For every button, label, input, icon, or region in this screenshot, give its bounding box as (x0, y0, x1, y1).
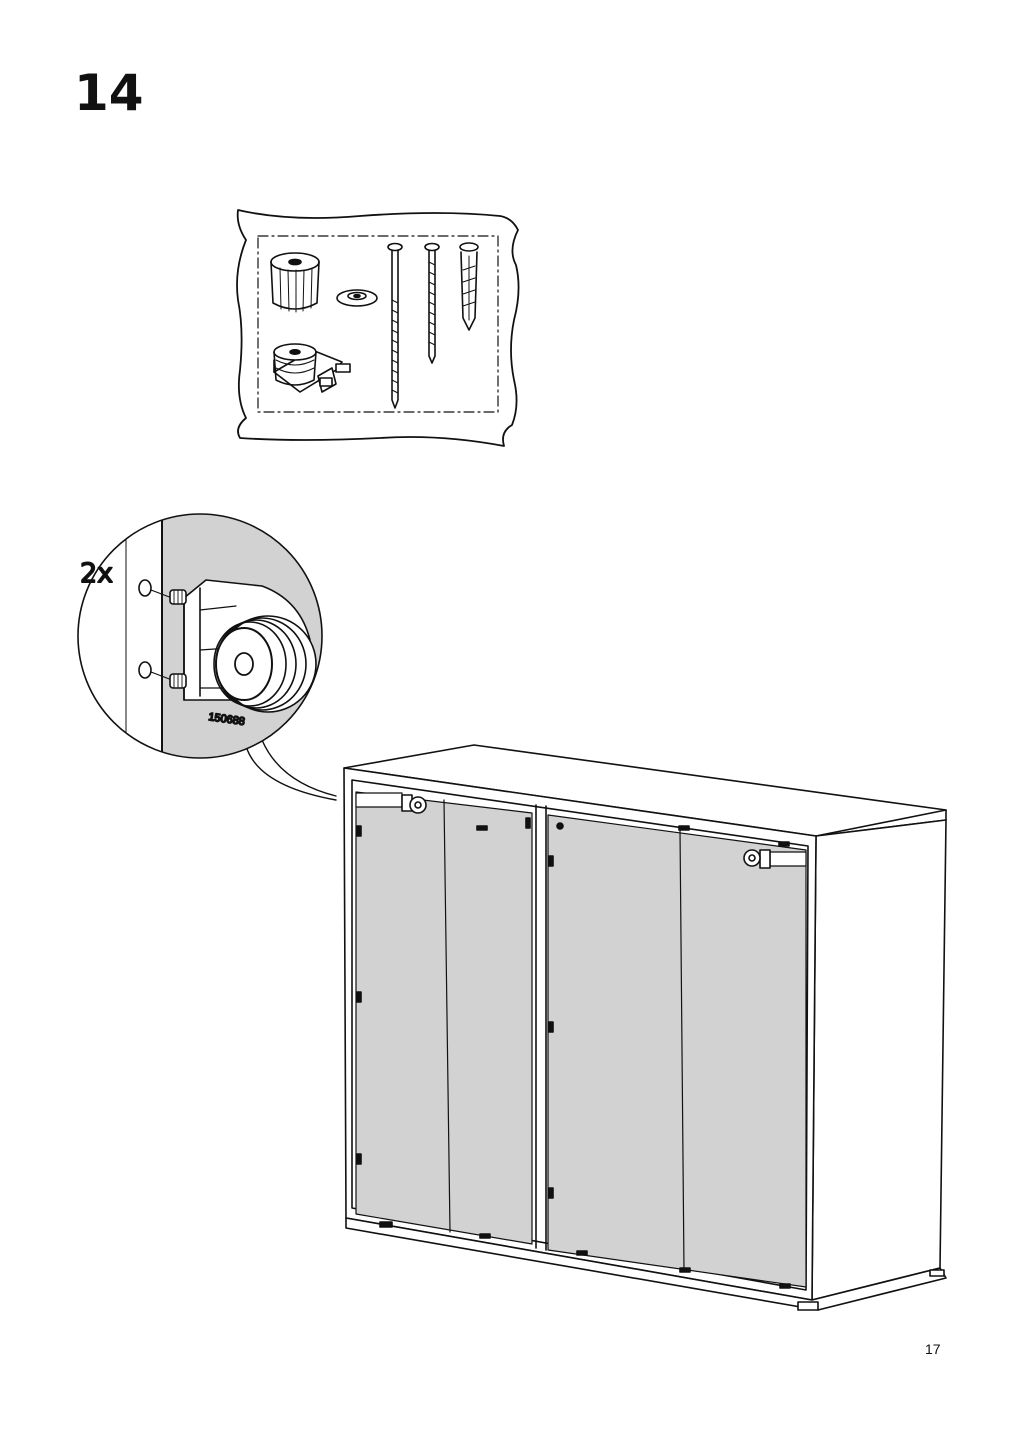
adjustable-foot-icon (270, 252, 320, 313)
step-number: 14 (74, 64, 144, 122)
quantity-label: 2x (80, 558, 113, 589)
part-number-label: 150688 (208, 711, 246, 728)
hardware-bag (236, 209, 520, 447)
long-screw-icon (387, 242, 403, 409)
foot-bracket-icon (273, 343, 351, 393)
medium-screw-icon (424, 242, 440, 364)
cabinet-illustration (343, 744, 947, 1311)
mounted-foot-right (743, 849, 807, 869)
mounted-foot-left (355, 792, 427, 814)
washer-icon (336, 289, 378, 307)
detail-callout: 2x 150688 (77, 513, 337, 801)
page-number: 17 (925, 1341, 941, 1357)
wall-plug-icon (459, 242, 479, 331)
